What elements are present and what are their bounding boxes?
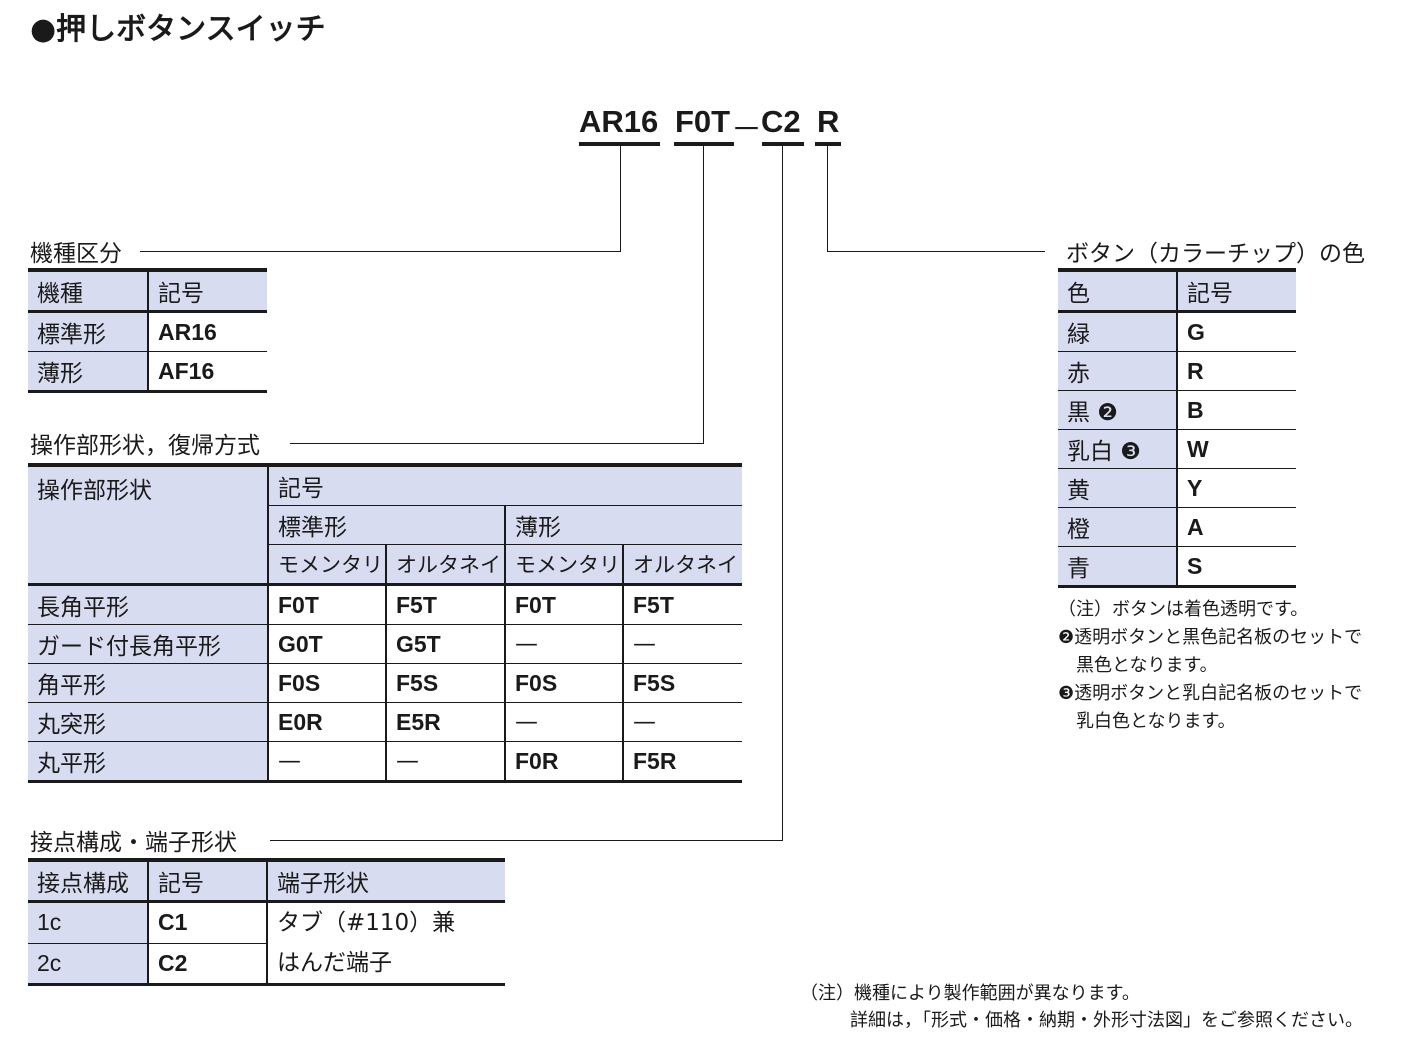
- color-note: ❸透明ボタンと乳白記名板のセットで: [1058, 683, 1363, 704]
- color-name-cell: 青: [1058, 546, 1178, 588]
- operation-header-standard: 標準形: [268, 505, 506, 545]
- terminal-line: はんだ端子: [277, 950, 392, 976]
- leader-contact-h: [270, 840, 783, 841]
- section-label-model: 機種区分: [30, 234, 130, 268]
- model-type-cell: 薄形: [28, 351, 149, 393]
- section-label-contact: 接点構成・端子形状: [30, 823, 245, 857]
- underline-color: [815, 142, 841, 146]
- operation-symbol-cell: G0T: [268, 624, 387, 664]
- operation-symbol-cell: F5T: [386, 584, 506, 625]
- operation-symbol-cell: F0S: [505, 663, 624, 703]
- color-name-cell: 赤: [1058, 351, 1178, 391]
- leader-contact-v: [782, 146, 783, 841]
- color-symbol-cell: W: [1177, 429, 1296, 469]
- color-header-symbol: 記号: [1177, 268, 1296, 313]
- color-name-cell: 黒 ❷: [1058, 390, 1178, 430]
- operation-symbol-cell: —: [268, 741, 387, 783]
- underline-operation: [674, 142, 734, 146]
- operation-symbol-cell: —: [386, 741, 506, 783]
- contact-header-terminal: 端子形状: [267, 858, 505, 903]
- operation-table: 操作部形状 記号 標準形 薄形 モメンタリ オルタネイト モメンタリ オルタネイ…: [28, 463, 742, 783]
- color-name-cell: 橙: [1058, 507, 1178, 547]
- color-symbol-cell: S: [1177, 546, 1296, 588]
- footer-note: （注）機種により製作範囲が異なります。: [800, 983, 1140, 1004]
- operation-symbol-cell: —: [505, 624, 624, 664]
- operation-symbol-cell: F5R: [623, 741, 742, 783]
- model-type-cell: 標準形: [28, 311, 149, 352]
- color-note: ❷透明ボタンと黒色記名板のセットで: [1058, 627, 1363, 648]
- operation-symbol-cell: F0T: [268, 584, 387, 625]
- color-symbol-cell: G: [1177, 311, 1296, 352]
- operation-symbol-cell: —: [623, 624, 742, 664]
- operation-symbol-cell: F5S: [623, 663, 742, 703]
- operation-shape-cell: ガード付長角平形: [28, 624, 269, 664]
- page-title: ●押しボタンスイッチ: [30, 12, 326, 47]
- section-label-operation: 操作部形状，復帰方式: [30, 426, 268, 460]
- operation-subheader-alternate: オルタネイト: [623, 544, 742, 586]
- operation-subheader-momentary: モメンタリ: [505, 544, 624, 586]
- operation-symbol-cell: —: [505, 702, 624, 742]
- operation-symbol-cell: E0R: [268, 702, 387, 742]
- color-symbol-cell: B: [1177, 390, 1296, 430]
- footer-note: 詳細は，「形式・価格・納期・外形寸法図」をご参照ください。: [850, 1010, 1363, 1031]
- model-symbol-cell: AR16: [148, 311, 267, 352]
- contact-table: 接点構成 記号 端子形状 1c C1 タブ（#110）兼 はんだ端子 2c C2: [28, 858, 505, 986]
- code-dash: －: [731, 112, 762, 148]
- code-part-model: AR16: [579, 104, 659, 139]
- operation-symbol-cell: F0R: [505, 741, 624, 783]
- color-name-cell: 乳白 ❸: [1058, 429, 1178, 469]
- code-part-contact: C2: [761, 104, 801, 139]
- operation-subheader-alternate: オルタネイト: [386, 544, 506, 586]
- operation-symbol-cell: F5S: [386, 663, 506, 703]
- contact-config-cell: 1c: [28, 901, 149, 944]
- color-header-color: 色: [1058, 268, 1178, 313]
- color-note: 黒色となります。: [1058, 655, 1218, 676]
- color-symbol-cell: R: [1177, 351, 1296, 391]
- leader-color-h: [827, 251, 1045, 252]
- underline-contact: [762, 142, 804, 146]
- color-symbol-cell: A: [1177, 507, 1296, 547]
- contact-config-cell: 2c: [28, 943, 149, 986]
- model-header-type: 機種: [28, 268, 149, 313]
- leader-model-v: [620, 146, 621, 252]
- code-part-color: R: [817, 104, 840, 139]
- leader-color-v: [827, 146, 828, 252]
- operation-header-shape: 操作部形状: [28, 463, 269, 586]
- operation-symbol-cell: E5R: [386, 702, 506, 742]
- contact-header-config: 接点構成: [28, 858, 149, 903]
- color-note: （注）ボタンは着色透明です。: [1058, 599, 1309, 620]
- operation-shape-cell: 丸突形: [28, 702, 269, 742]
- operation-shape-cell: 長角平形: [28, 584, 269, 625]
- color-name-cell: 黄: [1058, 468, 1178, 508]
- leader-operation-v: [703, 146, 704, 444]
- operation-header-thin: 薄形: [505, 505, 742, 545]
- operation-shape-cell: 丸平形: [28, 741, 269, 783]
- underline-model: [579, 142, 660, 146]
- operation-symbol-cell: G5T: [386, 624, 506, 664]
- section-label-color: ボタン（カラーチップ）の色: [1060, 234, 1373, 268]
- operation-symbol-cell: F0T: [505, 584, 624, 625]
- color-notes: （注）ボタンは着色透明です。 ❷透明ボタンと黒色記名板のセットで 黒色となります…: [1058, 596, 1362, 736]
- operation-symbol-cell: F5T: [623, 584, 742, 625]
- color-name-cell: 緑: [1058, 311, 1178, 352]
- contact-header-symbol: 記号: [148, 858, 268, 903]
- operation-subheader-momentary: モメンタリ: [268, 544, 387, 586]
- operation-symbol-cell: F0S: [268, 663, 387, 703]
- color-note: 乳白色となります。: [1058, 711, 1236, 732]
- contact-symbol-cell: C1: [148, 901, 268, 944]
- leader-model-h: [140, 251, 621, 252]
- operation-symbol-cell: —: [623, 702, 742, 742]
- contact-symbol-cell: C2: [148, 943, 268, 986]
- model-table: 機種 記号 標準形 AR16 薄形 AF16: [28, 268, 267, 393]
- operation-shape-cell: 角平形: [28, 663, 269, 703]
- color-symbol-cell: Y: [1177, 468, 1296, 508]
- leader-operation-h: [290, 443, 704, 444]
- color-table: 色 記号 緑 G 赤 R 黒 ❷ B 乳白 ❸ W 黄 Y 橙 A 青 S: [1058, 268, 1296, 588]
- model-symbol-cell: AF16: [148, 351, 267, 393]
- code-part-operation: F0T: [675, 104, 731, 139]
- model-header-symbol: 記号: [148, 268, 267, 313]
- operation-header-symbol: 記号: [268, 463, 742, 506]
- contact-terminal-cell: タブ（#110）兼 はんだ端子: [267, 901, 505, 986]
- terminal-line: タブ（#110）兼: [277, 910, 456, 936]
